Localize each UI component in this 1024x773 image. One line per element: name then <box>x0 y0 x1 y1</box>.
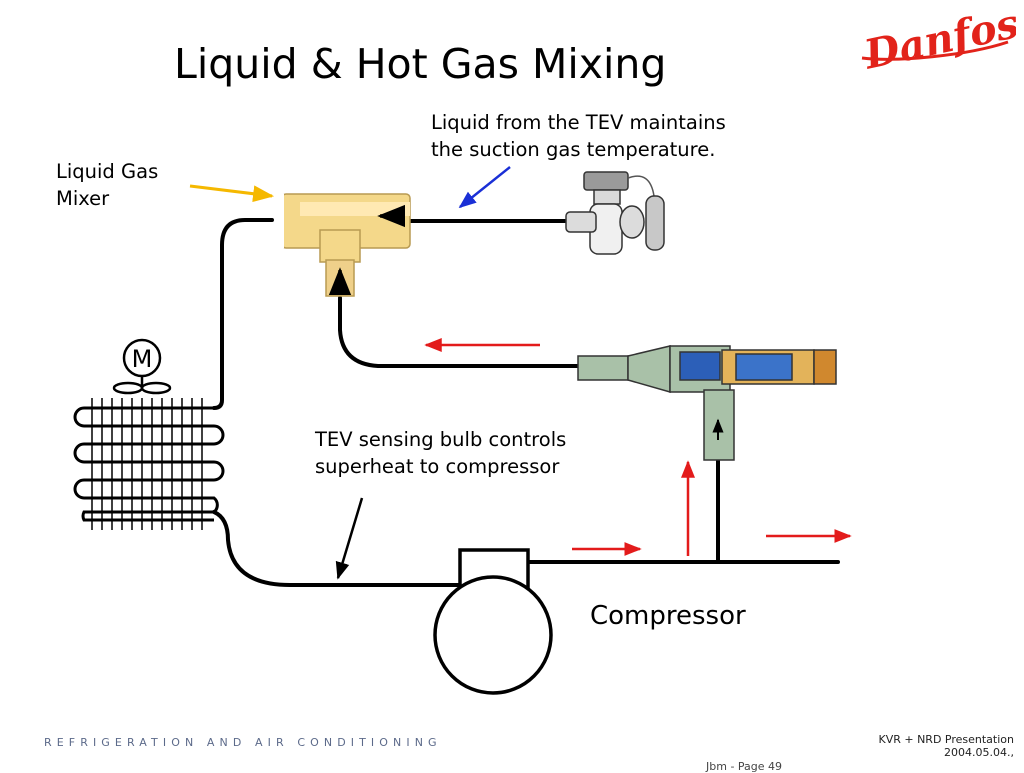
mixer-pointer-arrow <box>189 184 275 203</box>
tev-bulb-label-line1: TEV sensing bulb controls <box>315 428 567 451</box>
pipe-mixer-to-hotgas-valve <box>338 296 580 368</box>
pipe-mixer-to-condenser <box>212 218 274 410</box>
tev-bulb-label: TEV sensing bulb controls superheat to c… <box>315 426 566 480</box>
liquid-gas-mixer <box>280 193 411 297</box>
footer-presentation-info: KVR + NRD Presentation 2004.05.04., <box>878 733 1014 759</box>
pipes <box>212 218 840 587</box>
footer-presentation-name: KVR + NRD Presentation <box>878 733 1014 746</box>
footer-page-number: Jbm - Page 49 <box>706 760 783 773</box>
footer-presentation-date: 2004.05.04., <box>944 746 1014 759</box>
compressor-label: Compressor <box>590 601 746 631</box>
liquid-line-pointer-arrow <box>458 166 511 209</box>
thermostatic-expansion-valve <box>565 171 665 255</box>
fan-motor-label: M <box>132 345 153 373</box>
tev-liquid-label-line1: Liquid from the TEV maintains <box>431 111 726 134</box>
tev-bulb-label-line2: superheat to compressor <box>315 455 560 478</box>
danfoss-logo: Danfoss <box>856 0 1024 79</box>
compressor-symbol <box>433 548 553 695</box>
liquid-gas-mixer-label-line2: Mixer <box>56 187 110 210</box>
tev-liquid-label-line2: the suction gas temperature. <box>431 138 716 161</box>
footer-division: REFRIGERATION AND AIR CONDITIONING <box>44 736 442 749</box>
sensing-bulb-pointer-arrow <box>335 497 364 580</box>
liquid-gas-mixer-label-line1: Liquid Gas <box>56 160 159 183</box>
fan-motor-symbol <box>112 338 172 395</box>
tev-liquid-label: Liquid from the TEV maintains the suctio… <box>431 109 726 163</box>
condenser-coil <box>73 398 225 530</box>
pipe-condenser-to-compressor <box>212 510 464 587</box>
slide-title: Liquid & Hot Gas Mixing <box>174 40 667 88</box>
hot-gas-bypass-valve <box>577 345 837 461</box>
liquid-gas-mixer-label: Liquid Gas Mixer <box>56 158 158 212</box>
